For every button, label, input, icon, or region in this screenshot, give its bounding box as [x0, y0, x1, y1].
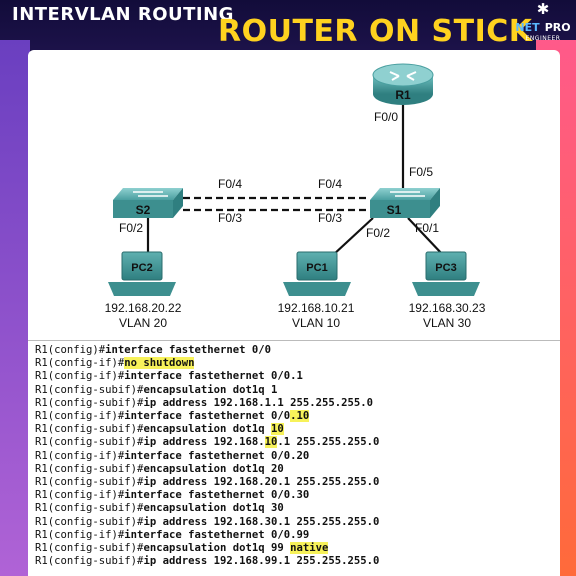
cli-highlight: 10: [271, 423, 284, 436]
pc1-label: PC1: [306, 262, 327, 274]
s2-trunk-bottom-label: F0/3: [218, 211, 242, 225]
cli-command: ip address 192.168.99.1 255.255.255.0: [143, 555, 380, 568]
cli-command: interface fastethernet 0/0.20: [124, 449, 310, 462]
wifi-signal-icon: ✱: [536, 0, 550, 18]
cli-line: R1(config-subif)#ip address 192.168.20.1…: [35, 476, 379, 489]
cli-line: R1(config-subif)#ip address 192.168.1.1 …: [35, 397, 373, 410]
pc3-vlan: VLAN 30: [423, 316, 471, 330]
cli-prompt: R1(config-if)#: [35, 357, 125, 370]
cli-prompt: R1(config-subif)#: [35, 555, 144, 568]
cli-prompt: R1(config-subif)#: [35, 436, 144, 449]
cli-command: interface fastethernet 0/0: [124, 410, 291, 422]
cli-line: R1(config-subif)#encapsulation dot1q 99 …: [35, 542, 329, 555]
cli-command: interface fastethernet 0/0.99: [124, 528, 310, 541]
cli-command: ip address 192.168.: [143, 436, 265, 449]
pc3-computer: PC3: [412, 251, 480, 296]
cli-prompt: R1(config-subif)#: [35, 502, 144, 515]
cli-prompt: R1(config-subif)#: [35, 396, 144, 409]
cli-command: encapsulation dot1q 20: [143, 462, 284, 475]
pc1-vlan: VLAN 10: [292, 316, 340, 330]
cli-prompt: R1(config-if)#: [35, 370, 125, 383]
cli-line: R1(config-if)#interface fastethernet 0/0…: [35, 370, 303, 383]
switch-s1: S1: [370, 188, 440, 218]
cli-highlight: 10: [264, 436, 278, 449]
logo-pro-text: PRO: [544, 21, 571, 34]
cli-prompt: R1(config-if)#: [35, 528, 125, 541]
page-title: ROUTER ON STICK: [218, 14, 533, 49]
cli-command: interface fastethernet 0/0: [105, 344, 271, 356]
pc3-ip: 192.168.30.23: [409, 301, 486, 315]
cli-prompt: R1(config-if)#: [35, 410, 125, 422]
cli-highlight: no shutdown: [124, 357, 195, 370]
s1-trunk-bottom-label: F0/3: [318, 211, 342, 225]
cli-prompt: R1(config-subif)#: [35, 476, 144, 488]
pc3-label: PC3: [435, 262, 456, 274]
pc2-vlan: VLAN 20: [119, 316, 167, 330]
s2-trunk-top-label: F0/4: [218, 177, 242, 191]
cli-prompt: R1(config-if)#: [35, 489, 125, 502]
cli-line: R1(config-subif)#encapsulation dot1q 30: [35, 502, 284, 515]
s1-trunk-top-label: F0/4: [318, 177, 342, 191]
cli-line: R1(config-subif)#encapsulation dot1q 10: [35, 423, 284, 436]
cli-prompt: R1(config-subif)#: [35, 515, 144, 528]
cli-line: R1(config-if)#interface fastethernet 0/0…: [35, 410, 310, 423]
pc1-ip: 192.168.10.21: [278, 301, 355, 315]
s1-port-left-label: F0/2: [366, 226, 390, 240]
s2-port-down-label: F0/2: [119, 221, 143, 235]
pc1-computer: PC1: [283, 251, 351, 296]
cli-line: R1(config-subif)#ip address 192.168.10.1…: [35, 436, 379, 449]
s1-port-right-label: F0/1: [415, 221, 439, 235]
cli-command: interface fastethernet 0/0.30: [124, 489, 310, 502]
cli-line: R1(config-if)#no shutdown: [35, 357, 195, 370]
pc2-computer: PC2: [108, 251, 176, 296]
subtitle: INTERVLAN ROUTING: [12, 4, 234, 25]
cli-line: R1(config-subif)#encapsulation dot1q 20: [35, 463, 284, 476]
logo-net-text: NET: [515, 21, 540, 34]
cli-line: R1(config-if)#interface fastethernet 0/0…: [35, 450, 309, 463]
cli-command: ip address 192.168.1.1 255.255.255.0: [143, 396, 374, 409]
cli-highlight: native: [290, 542, 329, 554]
network-topology-diagram: R1 F0/0 F0/5 S2 S1 F0/4 F0/4 F0/3 F0/3 F…: [105, 63, 486, 330]
s1-uplink-port-label: F0/5: [409, 165, 433, 179]
cli-command: encapsulation dot1q 99: [143, 542, 291, 554]
cli-prompt: R1(config)#: [35, 344, 106, 356]
logo-engineer-text: ENGINEER: [525, 35, 561, 42]
pc2-label: PC2: [131, 262, 152, 274]
switch-s1-label: S1: [387, 203, 402, 217]
cli-command: interface fastethernet 0/0.1: [124, 370, 303, 383]
cli-line: R1(config-if)#interface fastethernet 0/0…: [35, 489, 309, 502]
cli-command: ip address 192.168.20.1 255.255.255.0: [143, 476, 380, 488]
cli-line: R1(config)#interface fastethernet 0/0: [35, 344, 271, 357]
cli-prompt: R1(config-subif)#: [35, 462, 144, 475]
cli-prompt: R1(config-subif)#: [35, 383, 144, 396]
left-accent-strip: [0, 40, 30, 576]
cli-command: ip address 192.168.30.1 255.255.255.0: [143, 515, 380, 528]
switch-s2: S2: [113, 188, 183, 218]
cli-line: R1(config-if)#interface fastethernet 0/0…: [35, 529, 309, 542]
brand-logo: ✱ NET PRO ENGINEER: [512, 0, 574, 43]
cli-prompt: R1(config-subif)#: [35, 542, 144, 554]
cli-prompt: R1(config-subif)#: [35, 423, 144, 436]
router-r1-label: R1: [395, 88, 411, 102]
link-s1-pc1: [332, 217, 374, 256]
pc2-ip: 192.168.20.22: [105, 301, 182, 315]
switch-s2-label: S2: [136, 203, 151, 217]
cli-command: encapsulation dot1q 30: [143, 502, 284, 515]
cli-command: encapsulation dot1q 1: [143, 383, 278, 396]
r1-port-label: F0/0: [374, 110, 398, 124]
cli-line: R1(config-subif)#ip address 192.168.99.1…: [35, 555, 379, 568]
cli-highlight: .10: [290, 410, 310, 422]
router-r1: R1: [372, 63, 434, 105]
cli-line: R1(config-subif)#encapsulation dot1q 1: [35, 384, 277, 397]
cli-command: encapsulation dot1q: [143, 423, 271, 436]
cli-line: R1(config-subif)#ip address 192.168.30.1…: [35, 516, 379, 529]
cli-command-tail: .1 255.255.255.0: [277, 436, 380, 449]
link-s1-pc3: [407, 217, 444, 256]
cli-prompt: R1(config-if)#: [35, 449, 125, 462]
